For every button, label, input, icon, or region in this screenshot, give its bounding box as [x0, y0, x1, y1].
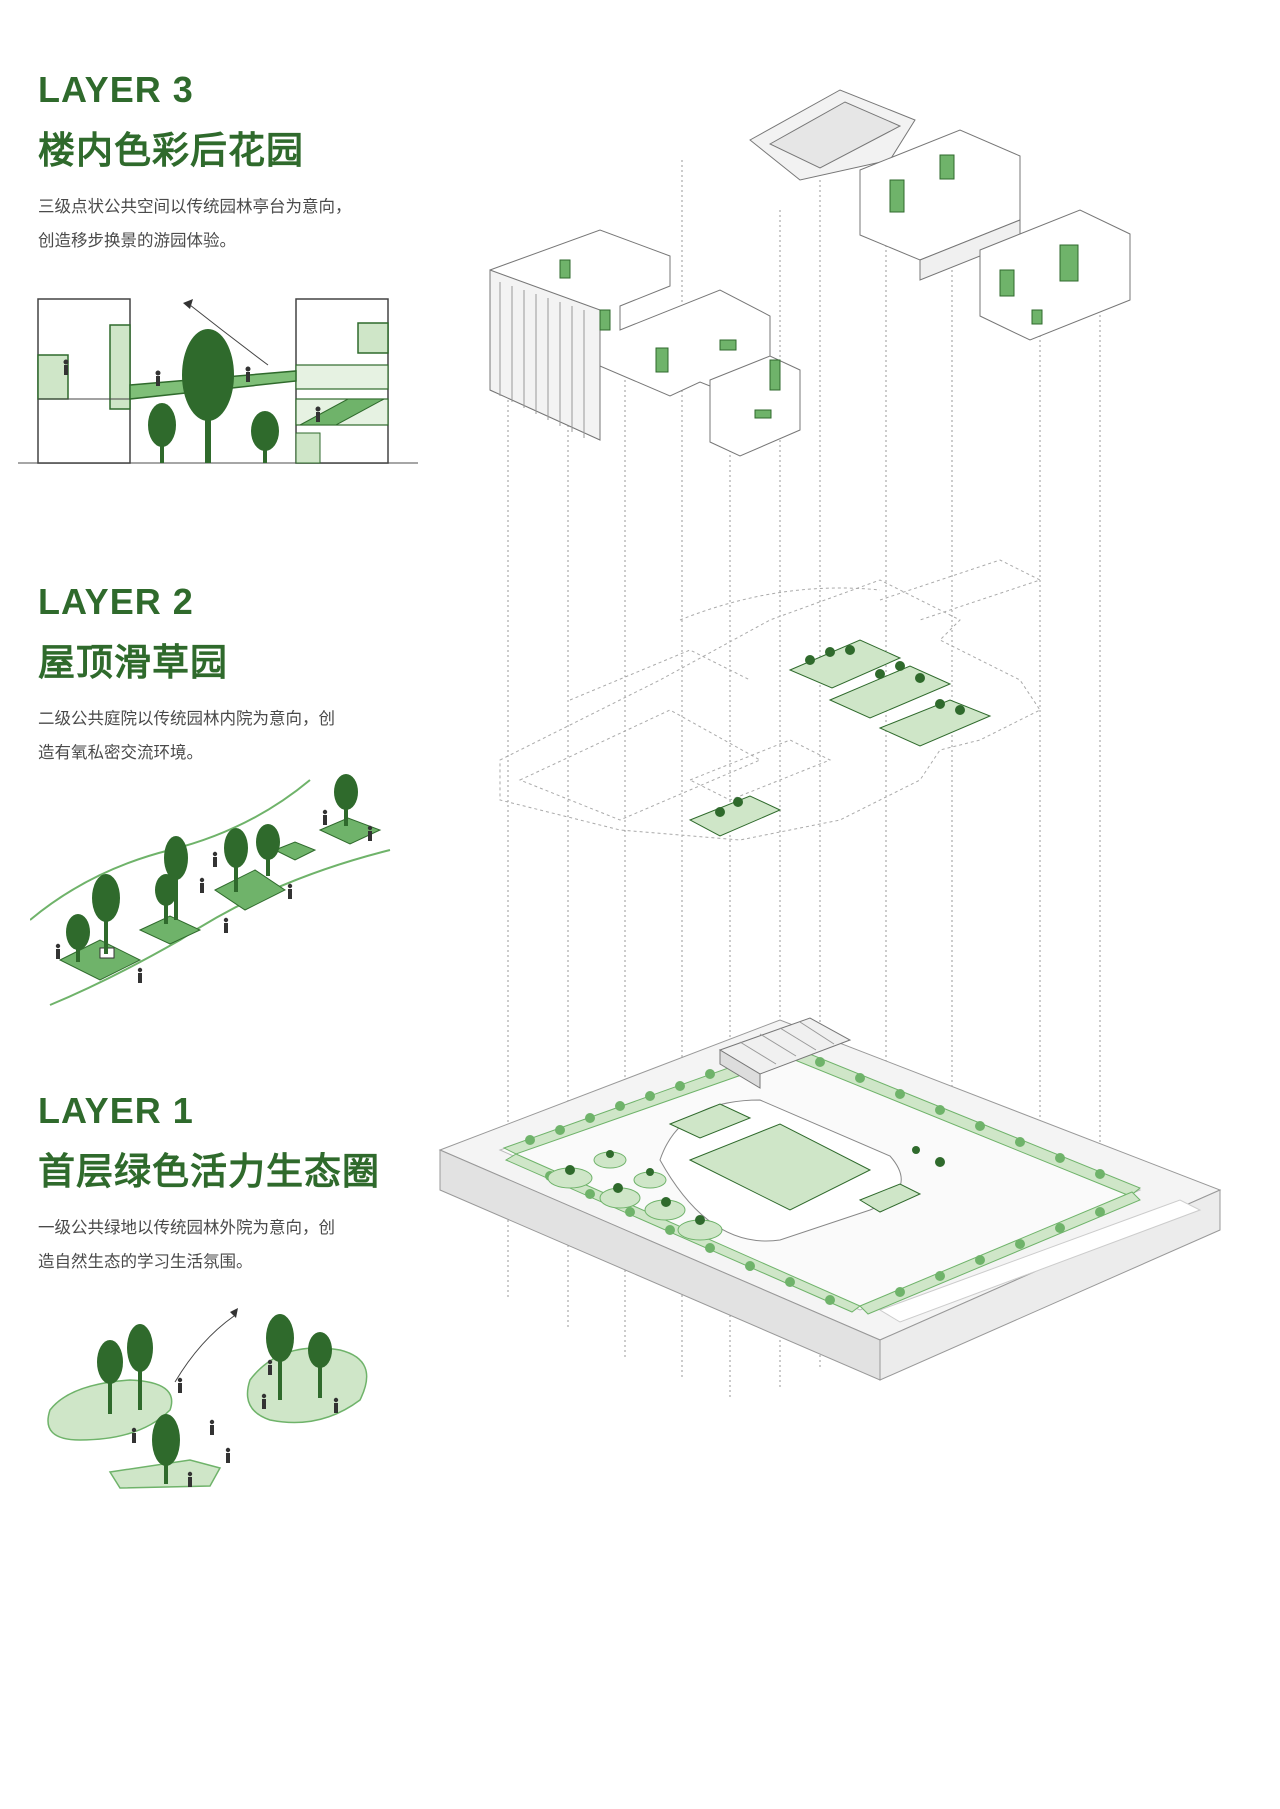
layer-2-description: 二级公共庭院以传统园林内院为意向，创 造有氧私密交流环境。: [38, 702, 408, 770]
layer-2-section: LAYER 2 屋顶滑草园 二级公共庭院以传统园林内院为意向，创 造有氧私密交流…: [38, 582, 418, 770]
layer-3-illustration: [18, 298, 418, 464]
layer-2-desc-line2: 造有氧私密交流环境。: [38, 743, 203, 762]
layer-2-tag: LAYER 2: [38, 581, 194, 622]
layer-3-title: 楼内色彩后花园: [38, 129, 304, 172]
layer-1-desc-line2: 造自然生态的学习生活氛围。: [38, 1252, 253, 1271]
layer-1-description: 一级公共绿地以传统园林外院为意向，创 造自然生态的学习生活氛围。: [38, 1211, 408, 1279]
roof-gardens: [688, 639, 992, 837]
exploded-axonometric-diagram: [438, 89, 1222, 1400]
layer-3-tag: LAYER 3: [38, 69, 194, 110]
layer-1-desc-line1: 一级公共绿地以传统园林外院为意向，创: [38, 1218, 335, 1237]
layer-3-description: 三级点状公共空间以传统园林亭台为意向， 创造移步换景的游园体验。: [38, 190, 408, 258]
layer-2-desc-line1: 二级公共庭院以传统园林内院为意向，创: [38, 709, 335, 728]
inner-garden-islands: [547, 1151, 723, 1241]
top-layer-buildings: [489, 89, 1131, 457]
middle-layer-roof-outlines: [499, 559, 1042, 841]
layer-1-tag: LAYER 1: [38, 1090, 194, 1131]
layer-1-title: 首层绿色活力生态圈: [38, 1150, 380, 1193]
sports-field: [659, 1099, 922, 1242]
layer-3-desc-line2: 创造移步换景的游园体验。: [38, 231, 236, 250]
roof-garden-trees: [715, 645, 965, 817]
inner-trees: [565, 1146, 945, 1225]
layer-3-section: LAYER 3 楼内色彩后花园 三级点状公共空间以传统园林亭台为意向， 创造移步…: [38, 70, 418, 258]
layer-3-desc-line1: 三级点状公共空间以传统园林亭台为意向，: [38, 197, 352, 216]
layer-2-title: 屋顶滑草园: [38, 641, 228, 684]
layer-2-illustration: [30, 774, 391, 1006]
gymnasium: [718, 1017, 852, 1089]
layer-1-section: LAYER 1 首层绿色活力生态圈 一级公共绿地以传统园林外院为意向，创 造自然…: [38, 1091, 418, 1279]
layer-1-illustration: [47, 1308, 368, 1489]
